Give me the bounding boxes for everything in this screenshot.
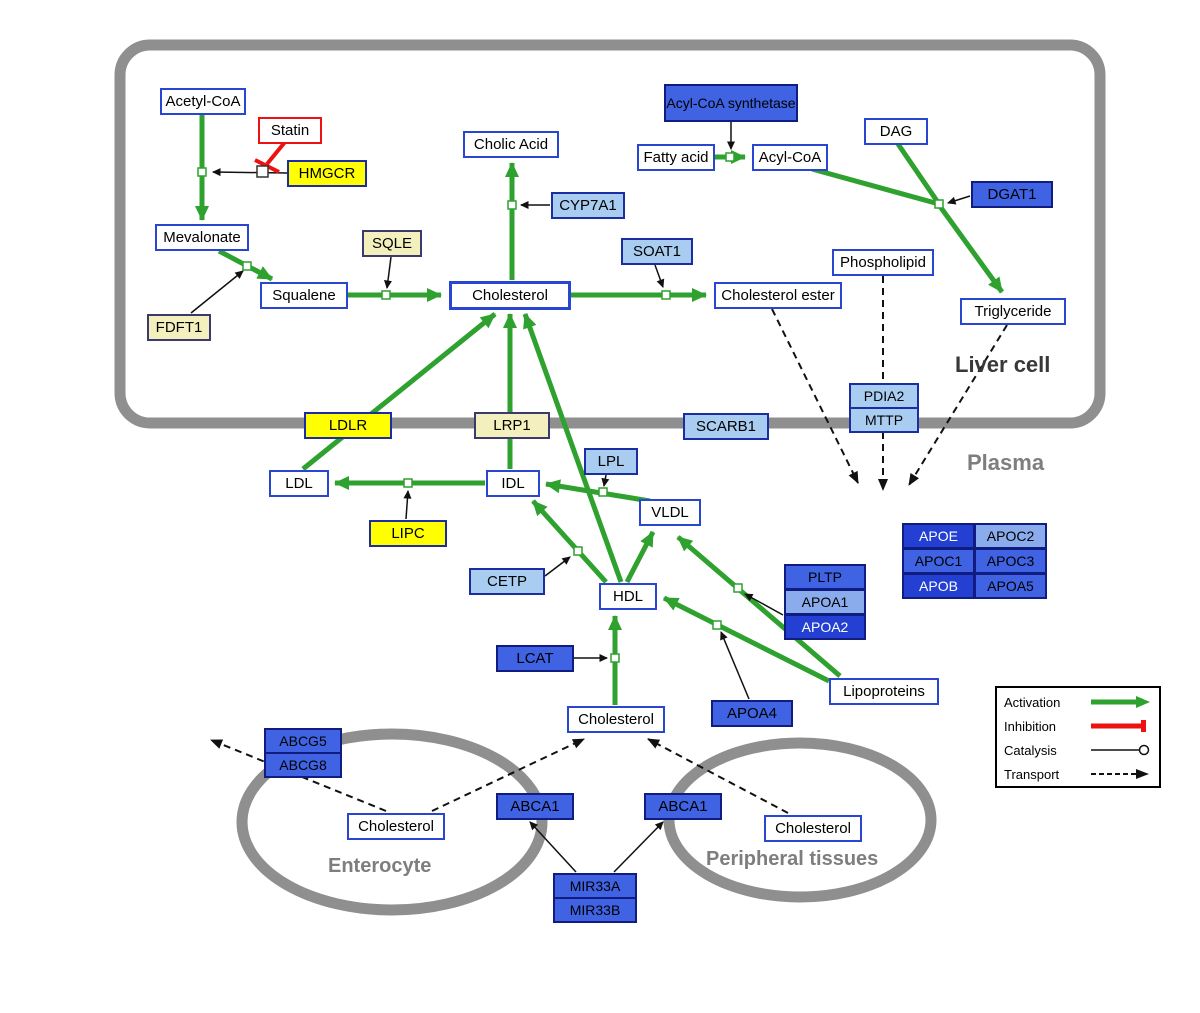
transport-arrow-icon (1091, 769, 1149, 779)
node-cholesterol-ester[interactable]: Cholesterol ester (714, 282, 842, 309)
legend-inhibition-row: Inhibition (997, 714, 1159, 738)
node-apob[interactable]: APOB (902, 573, 975, 599)
node-apoa1[interactable]: APOA1 (784, 589, 866, 615)
node-lipc[interactable]: LIPC (369, 520, 447, 547)
node-scarb1[interactable]: SCARB1 (683, 413, 769, 440)
node-hmgcr[interactable]: HMGCR (287, 160, 367, 187)
node-fatty-acid[interactable]: Fatty acid (637, 144, 715, 171)
node-soat1[interactable]: SOAT1 (621, 238, 693, 265)
node-cholesterol-peripheral[interactable]: Cholesterol (764, 815, 862, 842)
reaction-node-squares (197, 152, 944, 663)
node-acyl-coa[interactable]: Acyl-CoA (752, 144, 828, 171)
node-phospholipid[interactable]: Phospholipid (832, 249, 934, 276)
node-ldlr[interactable]: LDLR (304, 412, 392, 439)
node-apoa5[interactable]: APOA5 (974, 573, 1047, 599)
node-cetp[interactable]: CETP (469, 568, 545, 595)
node-apoe[interactable]: APOE (902, 523, 975, 549)
node-acetyl-coa[interactable]: Acetyl-CoA (160, 88, 246, 115)
node-mttp[interactable]: MTTP (849, 407, 919, 433)
peripheral-tissues-label: Peripheral tissues (706, 848, 879, 870)
node-lipoproteins[interactable]: Lipoproteins (829, 678, 939, 705)
legend-inhibition-label: Inhibition (1004, 718, 1057, 734)
node-idl[interactable]: IDL (486, 470, 540, 497)
node-cholesterol-enterocyte[interactable]: Cholesterol (347, 813, 445, 840)
node-pdia2[interactable]: PDIA2 (849, 383, 919, 409)
compartment-membranes (114, 39, 1106, 916)
node-abca1-right[interactable]: ABCA1 (644, 793, 722, 820)
node-mir33a[interactable]: MIR33A (553, 873, 637, 899)
node-lrp1[interactable]: LRP1 (474, 412, 550, 439)
liver-cell-membrane (114, 39, 1106, 429)
liver-cell-label: Liver cell (955, 352, 1051, 377)
node-cholic-acid[interactable]: Cholic Acid (463, 131, 559, 158)
enterocyte-membrane (236, 728, 548, 916)
node-apoa4[interactable]: APOA4 (711, 700, 793, 727)
node-apoc1[interactable]: APOC1 (902, 548, 975, 574)
activation-arrow-icon (1091, 696, 1150, 708)
node-lpl[interactable]: LPL (584, 448, 638, 475)
node-ldl[interactable]: LDL (269, 470, 329, 497)
plasma-label: Plasma (967, 450, 1045, 475)
node-abcg8[interactable]: ABCG8 (264, 752, 342, 778)
enterocyte-label: Enterocyte (328, 855, 432, 877)
node-abca1-left[interactable]: ABCA1 (496, 793, 574, 820)
node-sqle[interactable]: SQLE (362, 230, 422, 257)
node-mevalonate[interactable]: Mevalonate (155, 224, 249, 251)
transport-edges (210, 276, 1008, 814)
node-fdft1[interactable]: FDFT1 (147, 314, 211, 341)
node-cyp7a1[interactable]: CYP7A1 (551, 192, 625, 219)
node-acyl-coa-synthetase[interactable]: Acyl-CoA synthetase (664, 84, 798, 122)
node-triglyceride[interactable]: Triglyceride (960, 298, 1066, 325)
node-apoc3[interactable]: APOC3 (974, 548, 1047, 574)
node-squalene[interactable]: Squalene (260, 282, 348, 309)
legend-catalysis-label: Catalysis (1004, 742, 1057, 758)
node-abcg5[interactable]: ABCG5 (264, 728, 342, 754)
inhibition-tee-icon (1091, 720, 1146, 732)
legend-box: Activation Inhibition Catalysis Transpor… (995, 686, 1161, 788)
peripheral-tissues-membrane (663, 737, 937, 903)
activation-edges (195, 114, 1005, 705)
catalysis-edges (190, 122, 971, 873)
node-dag[interactable]: DAG (864, 118, 928, 145)
node-cholesterol-liver[interactable]: Cholesterol (449, 281, 571, 310)
node-apoa2[interactable]: APOA2 (784, 614, 866, 640)
legend-activation-label: Activation (1004, 694, 1061, 710)
node-cholesterol-plasma[interactable]: Cholesterol (567, 706, 665, 733)
node-statin[interactable]: Statin (258, 117, 322, 144)
statin-junction-square (256, 165, 269, 178)
legend-activation-row: Activation (997, 690, 1159, 714)
legend-transport-label: Transport (1004, 766, 1060, 782)
node-dgat1[interactable]: DGAT1 (971, 181, 1053, 208)
node-apoc2[interactable]: APOC2 (974, 523, 1047, 549)
node-lcat[interactable]: LCAT (496, 645, 574, 672)
legend-transport-row: Transport (997, 762, 1159, 786)
node-mir33b[interactable]: MIR33B (553, 897, 637, 923)
node-pltp[interactable]: PLTP (784, 564, 866, 590)
node-hdl[interactable]: HDL (599, 583, 657, 610)
legend-catalysis-row: Catalysis (997, 738, 1159, 762)
catalysis-circle-icon (1091, 744, 1150, 756)
node-vldl[interactable]: VLDL (639, 499, 701, 526)
